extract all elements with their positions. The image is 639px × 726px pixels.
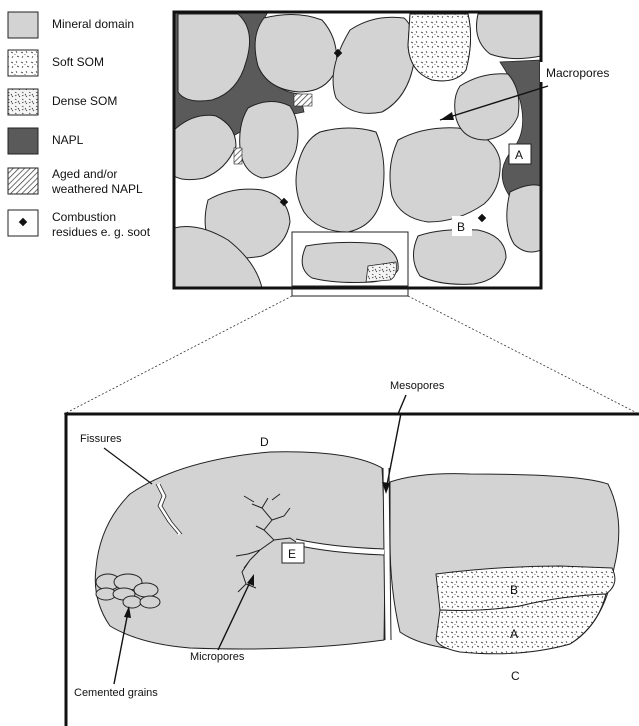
label-a: A [515, 148, 523, 162]
legend-swatch-napl [8, 128, 38, 154]
legend-label-aged-napl-2: weathered NAPL [51, 182, 143, 196]
legend-label-combustion-2: residues e. g. soot [52, 225, 151, 239]
macropores-label: Macropores [546, 66, 609, 80]
micropores-label: Micropores [190, 651, 245, 663]
label-c: C [511, 669, 520, 683]
zoom-line-right [408, 296, 639, 414]
label-d: D [260, 435, 269, 449]
legend: Mineral domain Soft SOM Dense SOM NAPL A… [8, 12, 151, 239]
mesopores-arrow-top [398, 395, 406, 414]
legend-swatch-aged-napl [8, 168, 38, 194]
legend-label-combustion-1: Combustion [52, 210, 116, 224]
grain [296, 128, 384, 232]
zoom-line-left [64, 296, 292, 414]
mesopores-label-top: Mesopores [390, 380, 445, 392]
legend-label-napl: NAPL [52, 133, 84, 147]
grain [255, 14, 337, 92]
aged-napl-patch [234, 148, 242, 164]
legend-label-aged-napl-1: Aged and/or [52, 167, 117, 181]
legend-swatch-soft-som [8, 50, 38, 76]
legend-label-mineral: Mineral domain [52, 17, 134, 31]
label-detail-a: A [510, 627, 518, 641]
grain-detail-panel: E D B A C Fissures Mesopores Micropores … [66, 398, 639, 726]
label-detail-b: B [510, 583, 518, 597]
legend-label-dense-som: Dense SOM [52, 94, 117, 108]
legend-label-soft-som: Soft SOM [52, 55, 104, 69]
cemented-grains-label: Cemented grains [74, 687, 158, 699]
fissures-label: Fissures [80, 433, 122, 445]
legend-swatch-dense-som [8, 89, 38, 115]
legend-swatch-mineral [8, 12, 38, 38]
label-e: E [288, 547, 296, 561]
aged-napl-patch [294, 94, 312, 106]
mesopore-channel [386, 468, 388, 640]
soil-overview-panel: A B Macropores [174, 12, 625, 296]
soft-som-patch [408, 14, 471, 81]
grain [413, 230, 506, 285]
label-b: B [457, 220, 465, 234]
